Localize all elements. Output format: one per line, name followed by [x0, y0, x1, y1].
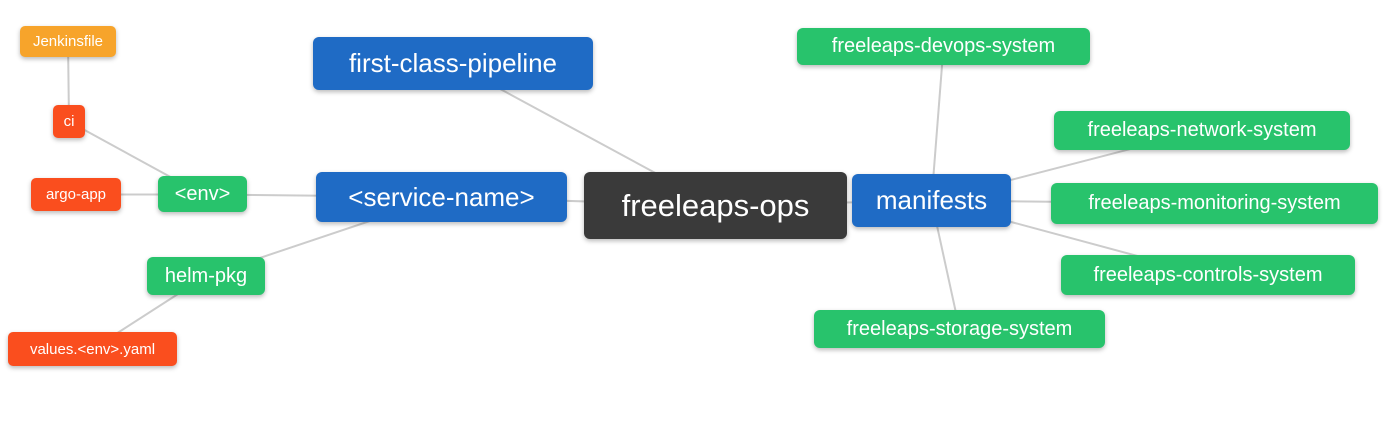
- mindmap-node-argo-app[interactable]: argo-app: [31, 178, 121, 211]
- mindmap-node-first-class-pipeline[interactable]: first-class-pipeline: [313, 37, 593, 90]
- mindmap-node-ci[interactable]: ci: [53, 105, 85, 138]
- mindmap-node-manifests[interactable]: manifests: [852, 174, 1011, 227]
- mindmap-node-helm-pkg[interactable]: helm-pkg: [147, 257, 265, 295]
- mindmap-node-values-env-yaml[interactable]: values.<env>.yaml: [8, 332, 177, 366]
- mindmap-node-env[interactable]: <env>: [158, 176, 247, 212]
- mindmap-node-network-system[interactable]: freeleaps-network-system: [1054, 111, 1350, 150]
- mindmap-node-service-name[interactable]: <service-name>: [316, 172, 567, 222]
- mindmap-node-storage-system[interactable]: freeleaps-storage-system: [814, 310, 1105, 348]
- mindmap-node-freeleaps-ops[interactable]: freeleaps-ops: [584, 172, 847, 239]
- mindmap-node-controls-system[interactable]: freeleaps-controls-system: [1061, 255, 1355, 295]
- mindmap-node-monitoring-system[interactable]: freeleaps-monitoring-system: [1051, 183, 1378, 224]
- mindmap-node-devops-system[interactable]: freeleaps-devops-system: [797, 28, 1090, 65]
- mindmap-node-jenkinsfile[interactable]: Jenkinsfile: [20, 26, 116, 57]
